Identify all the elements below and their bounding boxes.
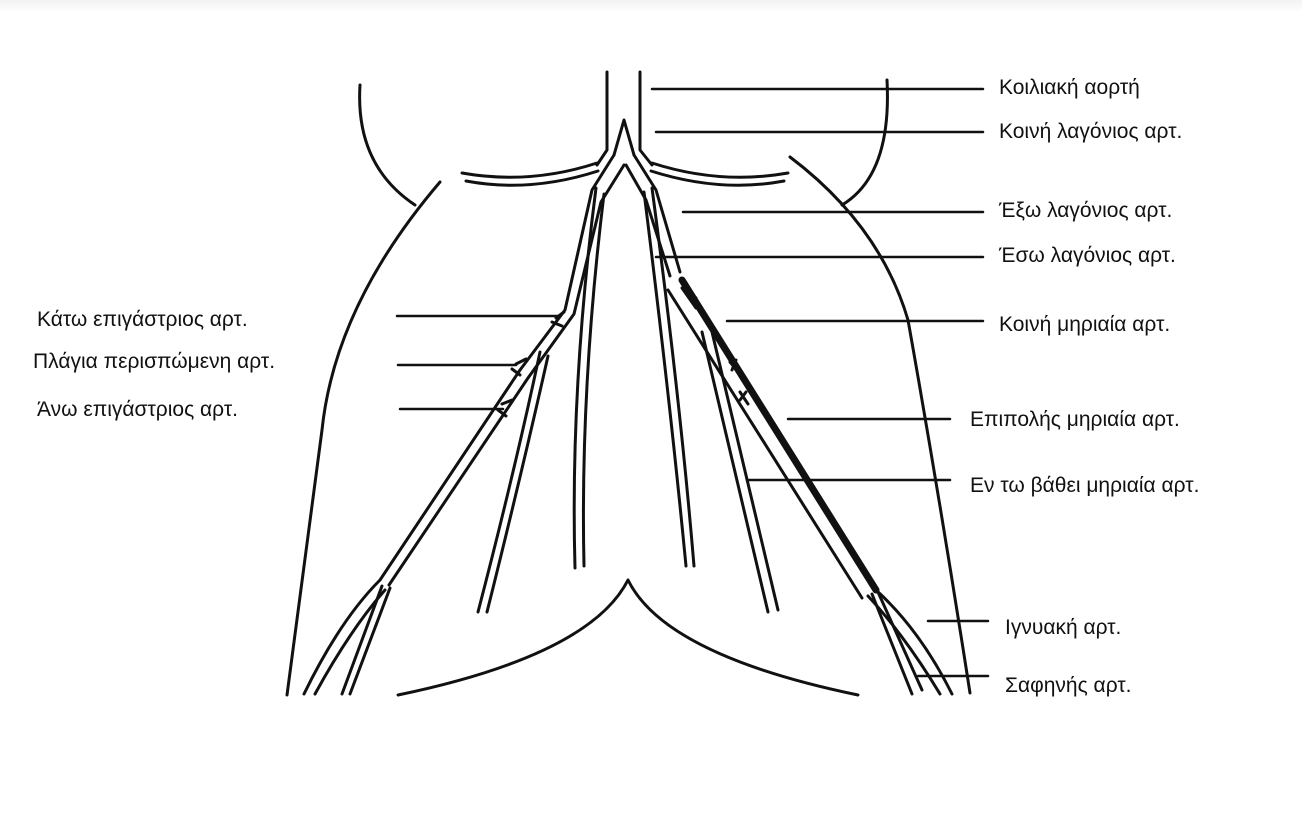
aorta-bifurcation: [614, 120, 634, 155]
left-leg-artery-outer: [304, 580, 380, 694]
label-external-iliac: Έξω λαγόνιος αρτ.: [999, 199, 1172, 223]
right-bump-1: [682, 288, 696, 308]
left-leg-branch-b: [350, 588, 390, 694]
label-deep-femoral: Εν τω βάθει μηριαία αρτ.: [970, 474, 1199, 498]
right-iliac-crest-inner: [651, 171, 784, 185]
iliac-crests: [462, 163, 788, 185]
left-internal-branch-inner: [583, 194, 604, 566]
label-superficial-femoral: Επιπολής μηριαία αρτ.: [970, 408, 1180, 432]
left-flank-upper: [360, 85, 415, 205]
left-internal-branch-outer: [574, 188, 596, 568]
label-popliteal: Ιγνυακή αρτ.: [1005, 616, 1121, 640]
right-internal-branch-outer: [644, 192, 686, 566]
crotch-contour: [398, 580, 858, 695]
left-vessels: [304, 155, 624, 694]
label-common-iliac: Κοινή λαγόνιος αρτ.: [999, 120, 1182, 144]
right-iliac-crest: [652, 163, 788, 177]
right-vessels: [626, 155, 952, 694]
right-flank-upper: [842, 80, 887, 205]
label-internal-iliac: Έσω λαγόνιος αρτ.: [999, 244, 1176, 268]
aorta-vessel: [597, 72, 652, 165]
label-inferior-epigastric: Κάτω επιγάστριος αρτ.: [37, 308, 248, 332]
label-abdominal-aorta: Κοιλιακή αορτή: [999, 76, 1140, 100]
aorta-right-wall: [640, 72, 652, 165]
right-leg-artery-outer: [876, 590, 952, 694]
right-bump-3: [740, 392, 748, 404]
label-saphenous: Σαφηνής αρτ.: [1005, 674, 1131, 698]
label-common-femoral: Κοινή μηριαία αρτ.: [999, 313, 1170, 337]
right-deep-femoral-inner: [712, 332, 778, 610]
right-leg-branch-b: [878, 592, 922, 690]
right-femoral-thick: [682, 280, 876, 590]
aorta-left-wall: [597, 72, 607, 165]
left-iliac-crest-inner: [466, 171, 598, 185]
left-circumflex-outer: [478, 352, 540, 612]
right-deep-femoral-outer: [702, 332, 768, 612]
left-iliac-crest: [462, 163, 597, 177]
label-circumflex: Πλάγια περισπώμενη αρτ.: [33, 350, 275, 374]
label-superior-epigastric: Άνω επιγάστριος αρτ.: [37, 398, 238, 422]
